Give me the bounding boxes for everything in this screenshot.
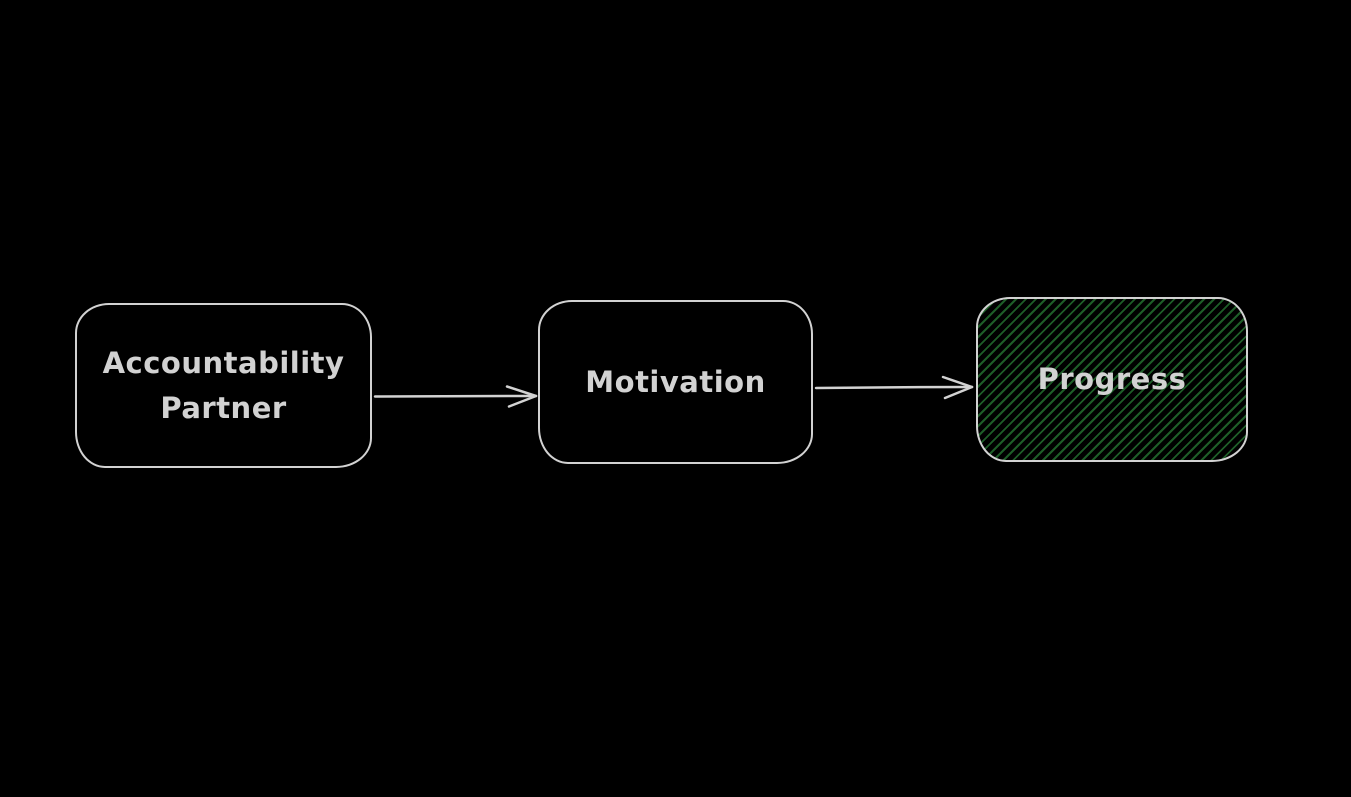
node-label: Accountability Partner xyxy=(102,345,345,425)
arrowhead-upper xyxy=(505,385,538,398)
arrow-motivation-to-progress[interactable] xyxy=(814,371,975,403)
node-progress[interactable]: Progress xyxy=(976,297,1248,462)
arrowhead-lower xyxy=(943,385,974,400)
node-label: Motivation xyxy=(585,364,766,399)
arrow-accountability-to-motivation[interactable] xyxy=(373,380,540,412)
arrowhead-upper xyxy=(941,375,974,389)
node-motivation[interactable]: Motivation xyxy=(538,300,813,464)
node-label: Progress xyxy=(1037,362,1187,397)
arrow-shaft xyxy=(373,394,538,398)
arrowhead-lower xyxy=(507,394,538,408)
arrow-shaft xyxy=(814,385,974,390)
node-accountability-partner[interactable]: Accountability Partner xyxy=(75,303,372,468)
